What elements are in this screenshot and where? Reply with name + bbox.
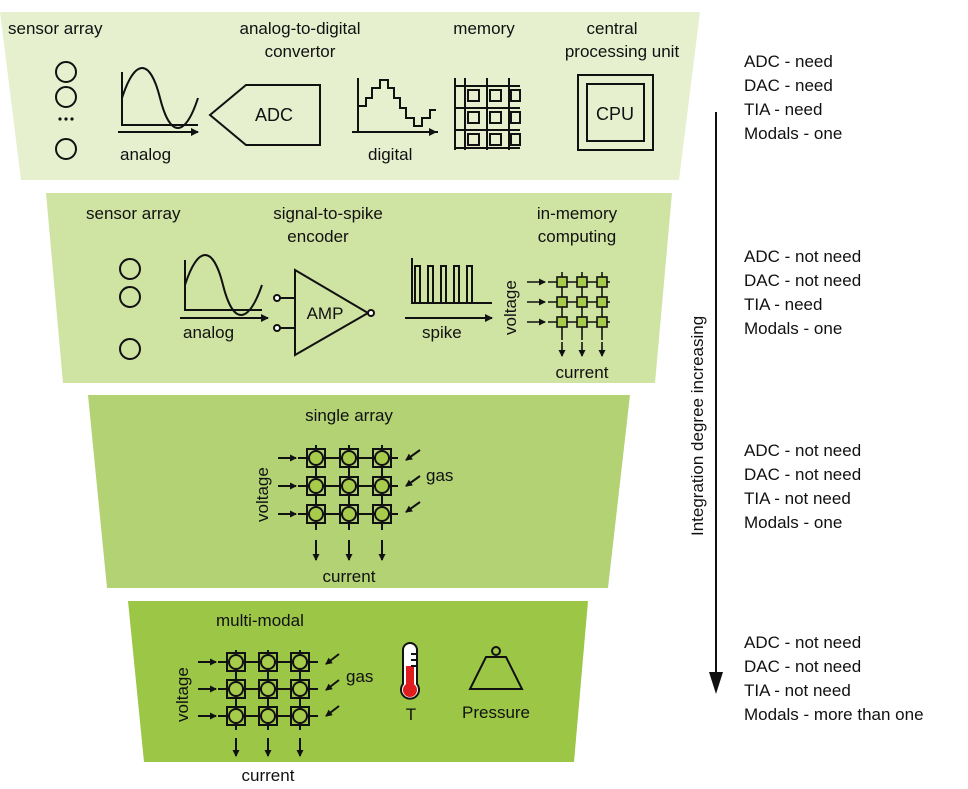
temperature-label: T (406, 705, 416, 724)
requirements-level-4: ADC - not need DAC - not need TIA - not … (744, 633, 924, 724)
req2-modals: Modals - one (744, 319, 842, 338)
band4-current-label: current (242, 766, 295, 785)
band1-adc-title-line1: analog-to-digital (240, 19, 361, 38)
band1-memory-label: memory (453, 19, 515, 38)
band2-current-label: current (556, 363, 609, 382)
requirements-level-2: ADC - not need DAC - not need TIA - need… (744, 247, 861, 338)
band4-title: multi-modal (216, 611, 304, 630)
memory-grid-icon (454, 78, 521, 150)
band2-imc-title-line2: computing (538, 227, 616, 246)
band-4-background (128, 601, 588, 762)
band-1-traditional-pipeline: sensor array analog-to-digital convertor… (8, 19, 679, 164)
band2-encoder-title-line2: encoder (287, 227, 349, 246)
band1-digital-label: digital (368, 145, 412, 164)
band-2-background (46, 193, 672, 383)
thermometer-icon (400, 642, 420, 700)
band1-cpu-title-line2: processing unit (565, 42, 680, 61)
req3-tia: TIA - not need (744, 489, 851, 508)
band3-crossbar-cells (306, 448, 392, 524)
imc-crossbar-cells (556, 276, 608, 328)
req2-adc: ADC - not need (744, 247, 861, 266)
band3-title: single array (305, 406, 393, 425)
req4-tia: TIA - not need (744, 681, 851, 700)
band-2-spiking-pipeline: sensor array signal-to-spike encoder in-… (86, 204, 618, 382)
band2-sensor-circles (119, 258, 141, 360)
band1-analog-wave-icon (118, 67, 199, 136)
band-3-single-array: single array voltage (253, 406, 453, 586)
req2-dac: DAC - not need (744, 271, 861, 290)
req1-adc: ADC - need (744, 52, 833, 71)
band2-spike-label: spike (422, 323, 462, 342)
band4-gas-label: gas (346, 667, 373, 686)
req4-adc: ADC - not need (744, 633, 861, 652)
integration-axis-label: Integration degree increasing (688, 316, 707, 536)
band1-adc-title-line2: convertor (265, 42, 336, 61)
amp-label: AMP (307, 304, 344, 323)
band2-sensor-array-label: sensor array (86, 204, 181, 223)
req1-modals: Modals - one (744, 124, 842, 143)
band4-voltage-label: voltage (173, 667, 192, 722)
req3-dac: DAC - not need (744, 465, 861, 484)
band1-analog-label: analog (120, 145, 171, 164)
band1-sensor-array-label: sensor array (8, 19, 103, 38)
cpu-chip-icon (577, 74, 654, 151)
req3-modals: Modals - one (744, 513, 842, 532)
band-1-background (0, 12, 700, 180)
requirements-level-3: ADC - not need DAC - not need TIA - not … (744, 441, 861, 532)
band3-current-label: current (323, 567, 376, 586)
pressure-label: Pressure (462, 703, 530, 722)
band-4-multi-modal: multi-modal voltage (173, 611, 530, 785)
band3-voltage-label: voltage (253, 467, 272, 522)
band1-digital-wave-icon (352, 78, 438, 136)
req4-modals: Modals - more than one (744, 705, 924, 724)
integration-axis: Integration degree increasing (688, 112, 723, 694)
band2-analog-wave-icon (180, 254, 269, 322)
band3-gas-label: gas (426, 466, 453, 485)
adc-block (208, 84, 321, 146)
req1-tia: TIA - need (744, 100, 822, 119)
band1-cpu-title-line1: central (586, 19, 637, 38)
cpu-label: CPU (596, 104, 634, 124)
band4-crossbar-cells (226, 652, 310, 726)
req3-adc: ADC - not need (744, 441, 861, 460)
adc-label: ADC (255, 105, 293, 125)
band2-analog-label: analog (183, 323, 234, 342)
requirements-level-1: ADC - need DAC - need TIA - need Modals … (744, 52, 842, 143)
band2-encoder-title-line1: signal-to-spike (273, 204, 383, 223)
req4-dac: DAC - not need (744, 657, 861, 676)
spike-train-icon (405, 258, 493, 322)
pressure-weight-icon (468, 646, 524, 690)
req1-dac: DAC - need (744, 76, 833, 95)
req2-tia: TIA - need (744, 295, 822, 314)
amp-block (273, 268, 375, 357)
band2-imc-title-line1: in-memory (537, 204, 618, 223)
band2-voltage-label: voltage (501, 280, 520, 335)
band1-sensor-circles (55, 61, 77, 160)
